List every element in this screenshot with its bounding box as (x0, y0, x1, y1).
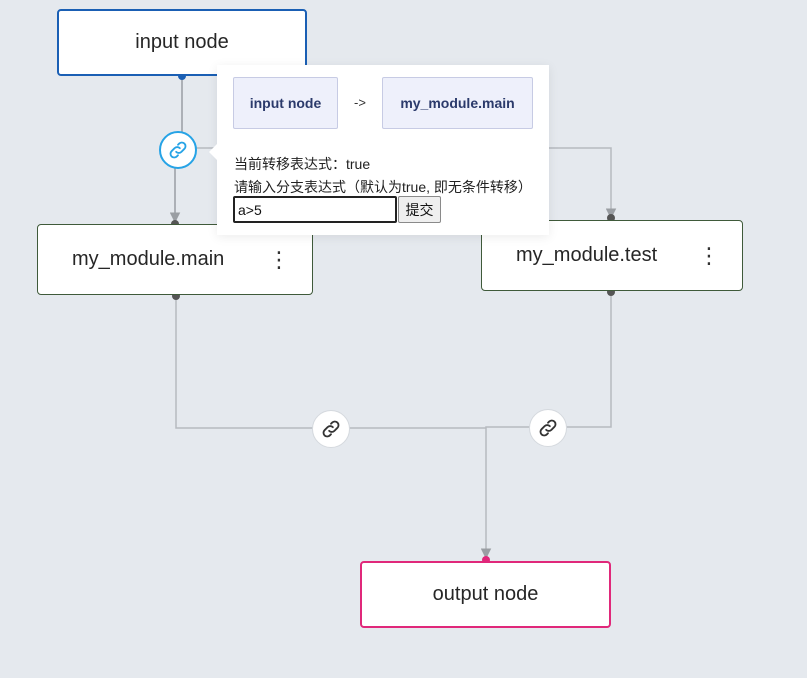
edge-condition-button-active[interactable] (159, 131, 197, 169)
branch-expression-input[interactable] (233, 196, 397, 223)
source-node-label: input node (249, 95, 322, 111)
more-options-icon[interactable]: ⋮ (698, 242, 720, 268)
target-node-chip: my_module.main (382, 77, 533, 129)
module-test-label: my_module.test (516, 244, 658, 266)
edge-main-to-output[interactable] (175, 296, 486, 429)
more-options-icon[interactable]: ⋮ (268, 246, 290, 272)
expression-prompt-text: 请输入分支表达式（默认为true, 即无条件转移） (234, 179, 532, 195)
edge-condition-popup: input node -> my_module.main 当前转移表达式：tru… (209, 65, 549, 235)
link-icon (169, 141, 187, 159)
input-node[interactable]: input node (57, 9, 307, 76)
module-main-label: my_module.main (72, 248, 225, 270)
output-node-label: output node (432, 583, 539, 605)
current-expression-text: 当前转移表达式：true (234, 156, 371, 172)
submit-button[interactable]: 提交 (398, 196, 441, 223)
transition-arrow: -> (354, 95, 366, 110)
module-node-main[interactable]: my_module.main ⋮ (37, 224, 313, 295)
input-node-label: input node (135, 31, 229, 53)
link-icon (322, 420, 340, 438)
source-node-chip: input node (233, 77, 338, 129)
module-node-test[interactable]: my_module.test ⋮ (481, 220, 743, 291)
edge-condition-button[interactable] (312, 410, 350, 448)
link-icon (539, 419, 557, 437)
target-node-label: my_module.main (400, 95, 515, 111)
output-node[interactable]: output node (360, 561, 611, 628)
edge-condition-button[interactable] (529, 409, 567, 447)
